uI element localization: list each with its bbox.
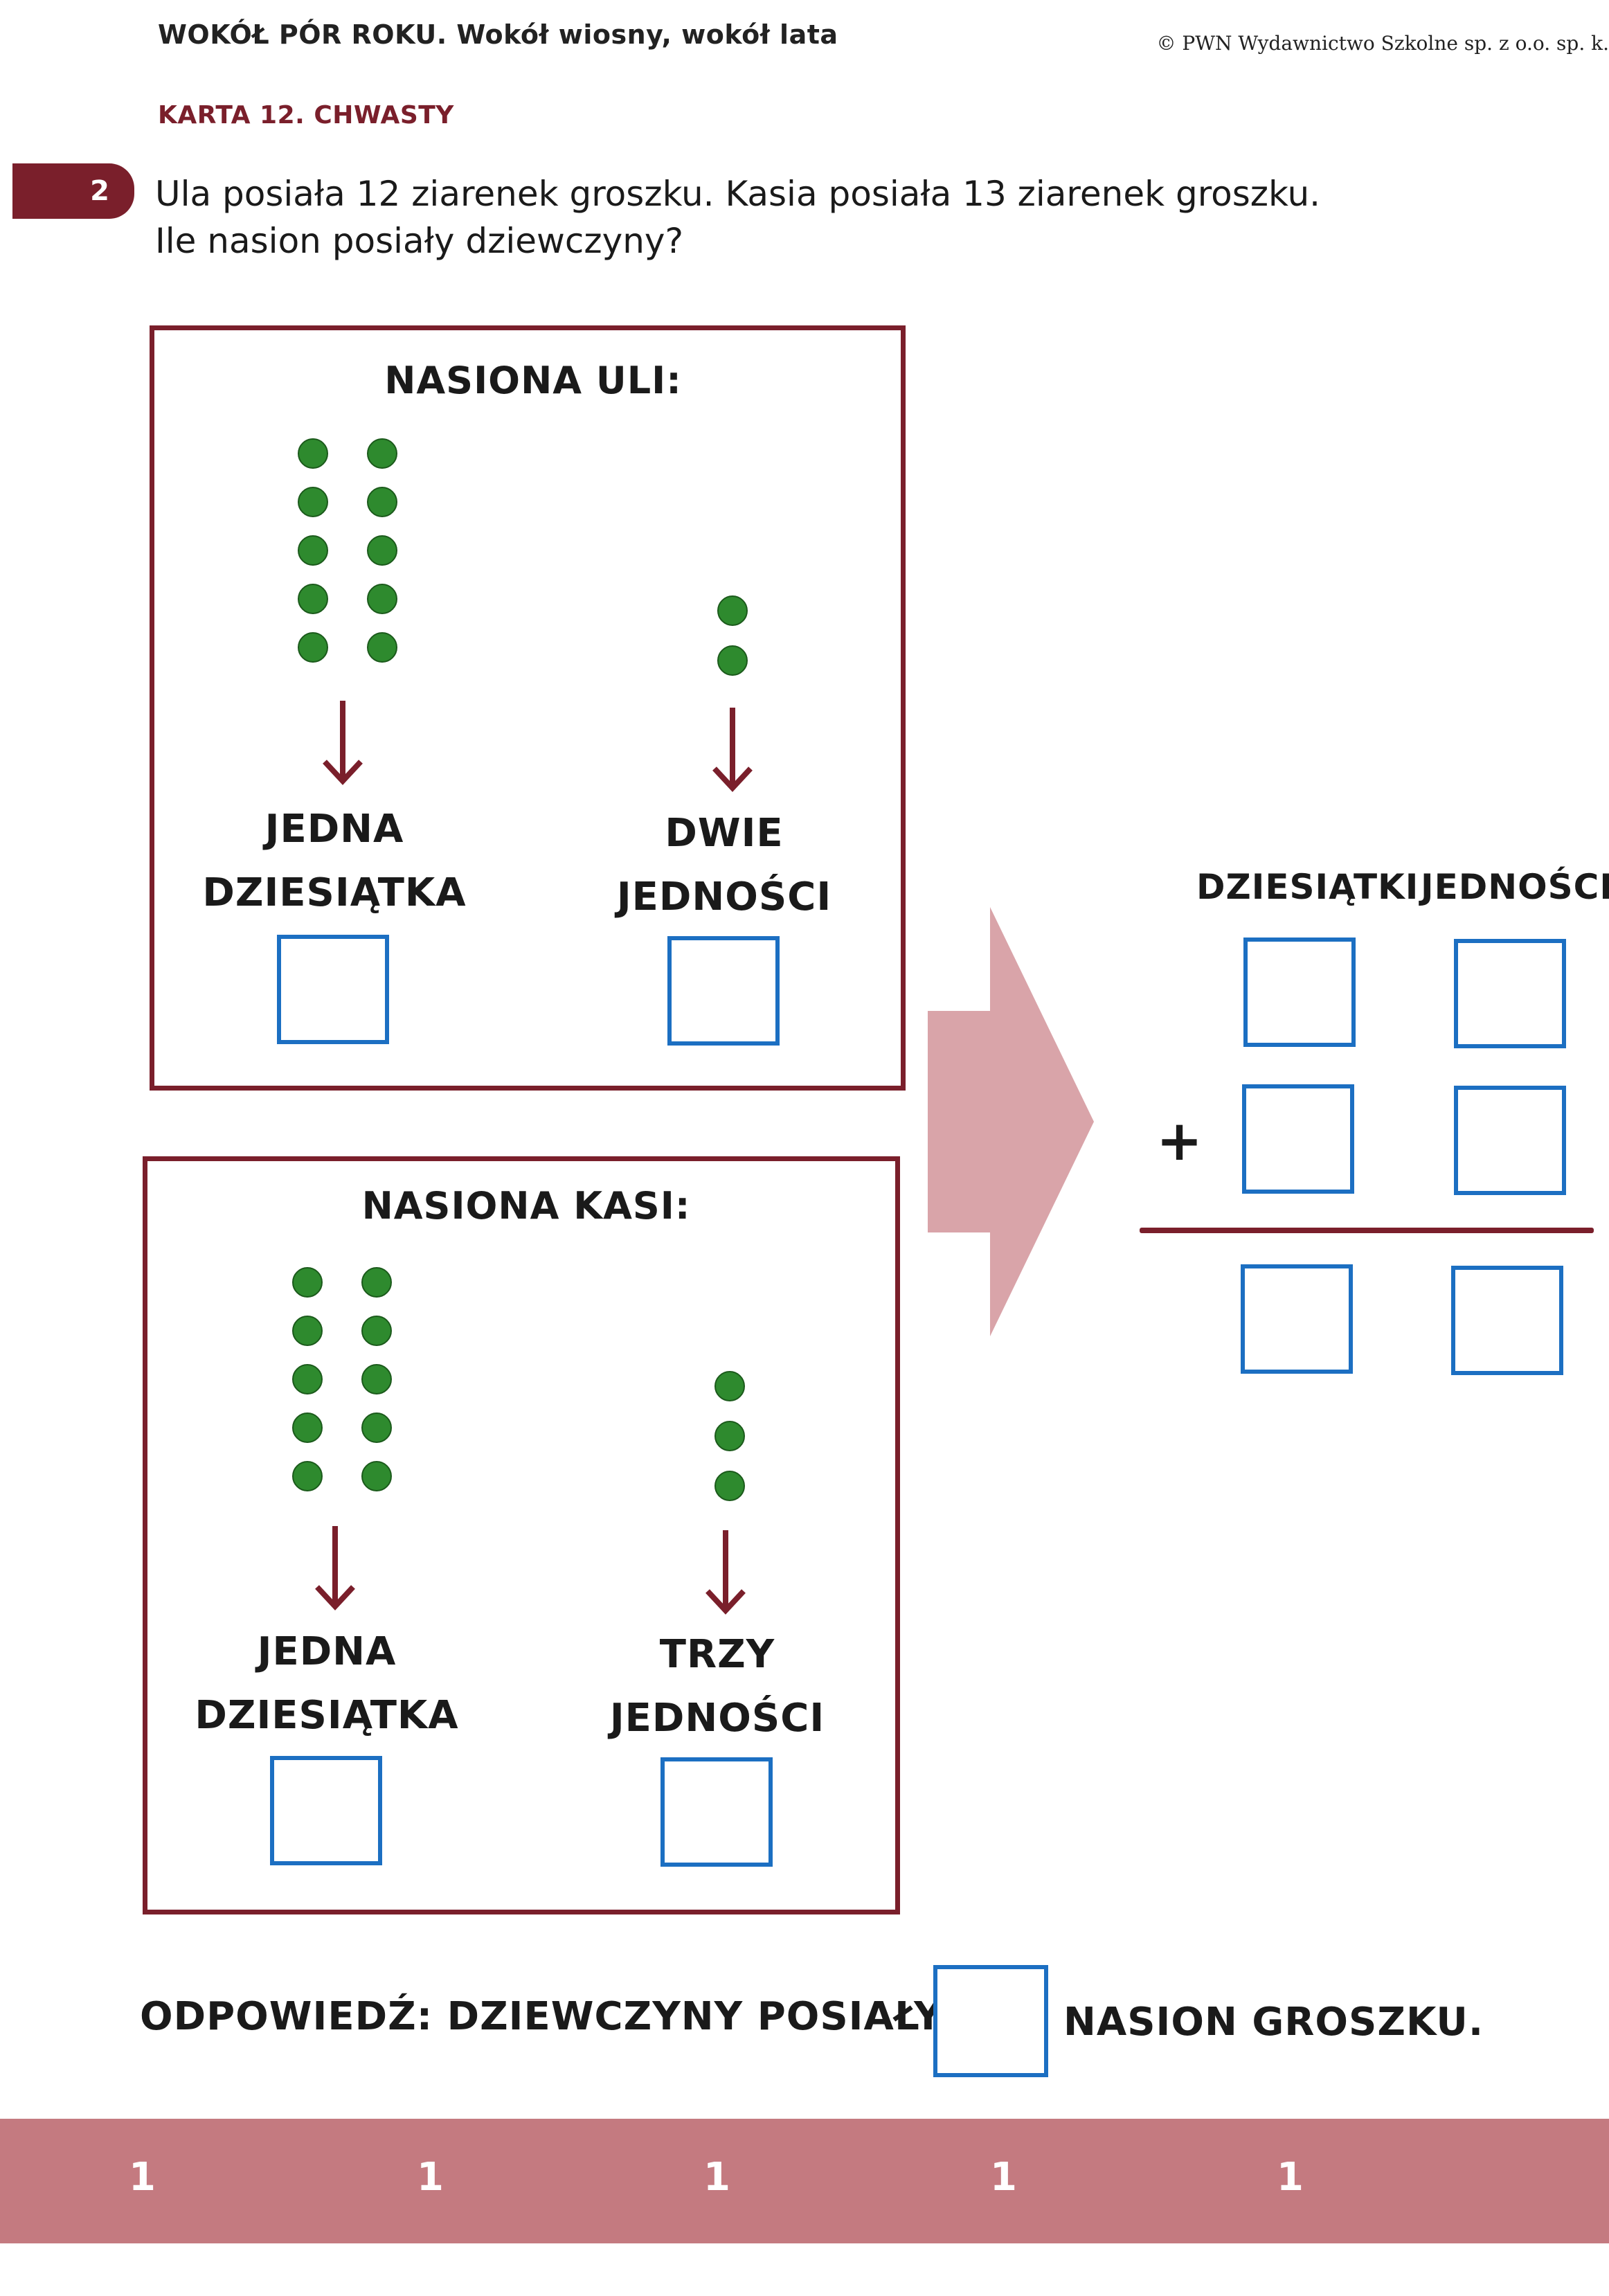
seed-dot	[292, 1412, 323, 1443]
kasia-tens-arrow	[315, 1526, 355, 1611]
seed-dot	[367, 438, 397, 469]
ula-tens-label-line-1: JEDNA	[264, 807, 404, 852]
seed-dot	[292, 1364, 323, 1394]
sum-row1-tens-box[interactable]	[1243, 938, 1356, 1047]
seed-dot	[361, 1316, 392, 1346]
task-question: Ula posiała 12 ziarenek groszku. Kasia p…	[155, 170, 1320, 264]
ula-tens-arrow	[323, 701, 363, 785]
footer-number-3: 1	[703, 2155, 730, 2200]
seed-dot	[298, 438, 328, 469]
sum-row2-units-box[interactable]	[1454, 1086, 1566, 1195]
sum-units-header: JEDNOŚCI	[1421, 867, 1609, 907]
ula-units-label-line-2: JEDNOŚCI	[616, 875, 832, 920]
seed-dot	[367, 535, 397, 566]
footer-number-4: 1	[990, 2155, 1017, 2200]
sum-divider-line	[1140, 1228, 1594, 1233]
seed-dot	[292, 1461, 323, 1491]
footer-number-2: 1	[417, 2155, 444, 2200]
seed-dot	[367, 584, 397, 614]
seed-dot	[714, 1421, 745, 1451]
task-question-line-1: Ula posiała 12 ziarenek groszku. Kasia p…	[155, 174, 1321, 214]
seed-dot	[298, 584, 328, 614]
task-number: 2	[90, 175, 109, 207]
seed-dot	[361, 1364, 392, 1394]
ula-units-label-line-1: DWIE	[665, 811, 784, 856]
kasia-units-arrow	[705, 1530, 746, 1615]
kasia-units-label-line-1: TRZY	[659, 1632, 775, 1677]
sum-tens-header: DZIESIĄTKI	[1196, 867, 1419, 907]
seed-dot	[717, 595, 748, 626]
seed-dot	[714, 1471, 745, 1501]
ula-units-answer-box[interactable]	[667, 936, 780, 1046]
right-arrow-icon	[928, 907, 1094, 1336]
sum-result-units-box[interactable]	[1451, 1266, 1563, 1375]
footer-number-5: 1	[1277, 2155, 1304, 2200]
task-number-badge: 2	[12, 163, 134, 219]
sum-result-tens-box[interactable]	[1241, 1264, 1353, 1374]
seed-dot	[292, 1267, 323, 1298]
kasia-panel	[143, 1156, 900, 1914]
kasia-units-label-line-2: JEDNOŚCI	[609, 1696, 825, 1741]
answer-box[interactable]	[933, 1965, 1048, 2077]
ula-units-label: DWIE JEDNOŚCI	[617, 802, 832, 929]
seed-dot	[361, 1267, 392, 1298]
footer-strip	[0, 2119, 1609, 2243]
kasia-tens-label-line-2: DZIESIĄTKA	[195, 1693, 459, 1738]
kasia-tens-label-line-1: JEDNA	[257, 1629, 397, 1674]
seed-dot	[361, 1412, 392, 1443]
answer-suffix: NASION GROSZKU.	[1063, 2000, 1484, 2045]
sum-row2-tens-box[interactable]	[1242, 1084, 1354, 1194]
seed-dot	[717, 645, 748, 676]
card-title: KARTA 12. CHWASTY	[158, 101, 454, 129]
footer-number-1: 1	[129, 2155, 156, 2200]
ula-tens-answer-box[interactable]	[277, 935, 389, 1044]
seed-dot	[292, 1316, 323, 1346]
seed-dot	[367, 632, 397, 663]
seed-dot	[298, 632, 328, 663]
series-title: WOKÓŁ PÓR ROKU. Wokół wiosny, wokół lata	[158, 19, 838, 50]
copyright: © PWN Wydawnictwo Szkolne sp. z o.o. sp.…	[1156, 32, 1609, 55]
seed-dot	[298, 487, 328, 517]
seed-dot	[361, 1461, 392, 1491]
seed-dot	[367, 487, 397, 517]
task-question-line-2: Ile nasion posiały dziewczyny?	[155, 221, 684, 261]
kasia-units-answer-box[interactable]	[660, 1757, 773, 1867]
ula-panel	[150, 325, 906, 1091]
seed-dot	[298, 535, 328, 566]
kasia-units-label: TRZY JEDNOŚCI	[610, 1623, 825, 1750]
sum-row1-units-box[interactable]	[1454, 939, 1566, 1048]
ula-units-arrow	[712, 708, 753, 792]
answer-prefix: ODPOWIEDŹ: DZIEWCZYNY POSIAŁY	[140, 1994, 943, 2039]
seed-dot	[714, 1371, 745, 1401]
plus-sign: +	[1156, 1109, 1203, 1173]
kasia-tens-label: JEDNA DZIESIĄTKA	[195, 1620, 458, 1748]
ula-tens-label: JEDNA DZIESIĄTKA	[202, 798, 466, 925]
kasia-tens-answer-box[interactable]	[270, 1756, 382, 1865]
ula-panel-title: NASIONA ULI:	[384, 359, 682, 402]
ula-tens-label-line-2: DZIESIĄTKA	[202, 870, 467, 915]
kasia-panel-title: NASIONA KASI:	[361, 1184, 691, 1228]
